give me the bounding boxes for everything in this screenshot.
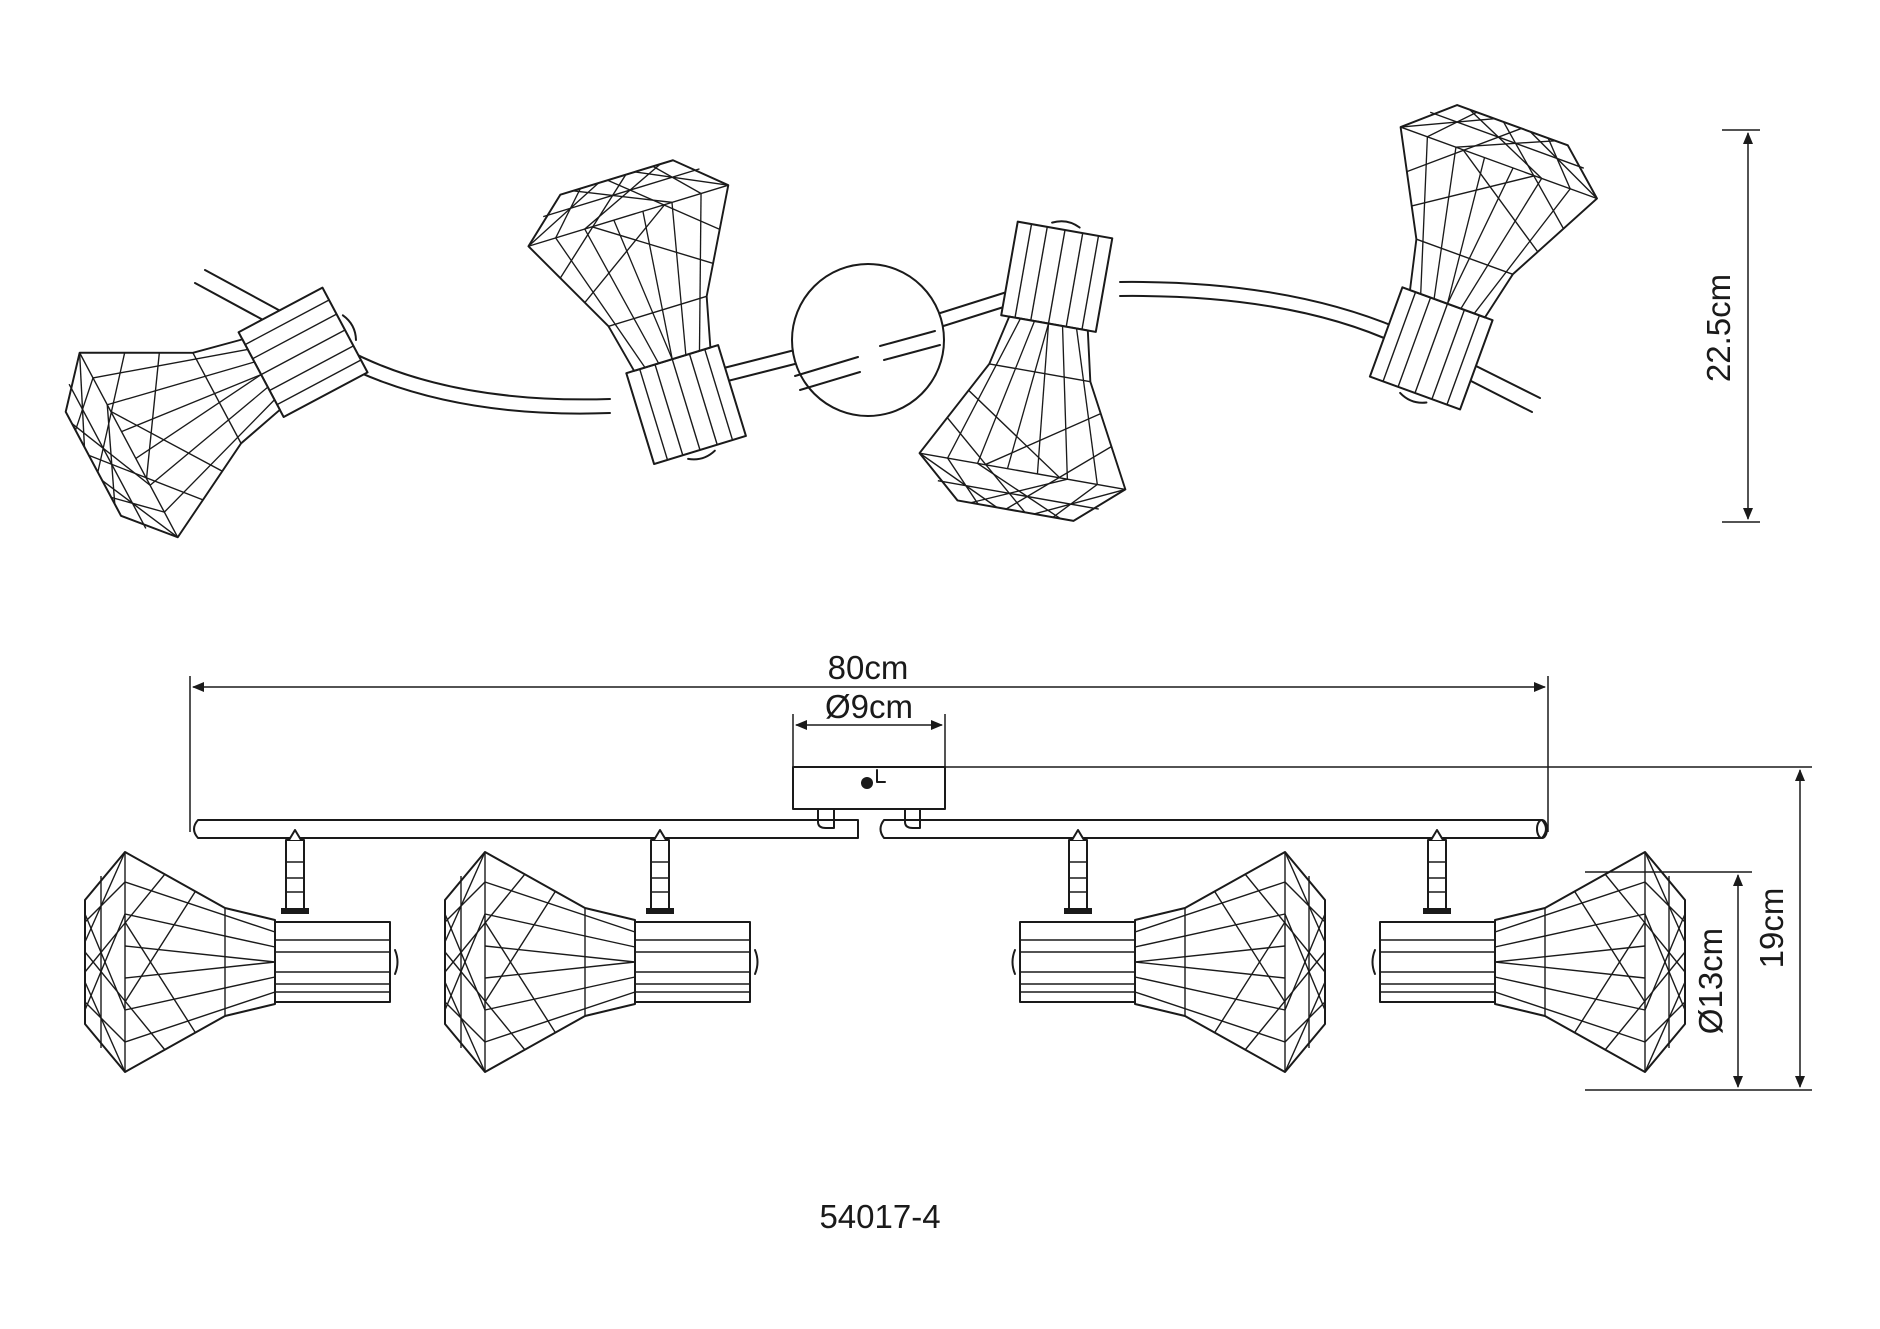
spot-front-2: [445, 852, 758, 1072]
width-dimension: 80cm: [189, 649, 1549, 832]
canopy-dimension: Ø9cm: [792, 688, 946, 770]
height-top-dimension: 22.5cm: [1700, 129, 1760, 523]
spot-head-3: [913, 203, 1170, 528]
model-number: 54017-4: [819, 1198, 940, 1235]
width-label: 80cm: [828, 649, 909, 686]
height-top-label: 22.5cm: [1700, 274, 1737, 382]
spot-head-2: [517, 147, 803, 489]
shade-dimension: Ø13cm: [1585, 871, 1812, 1091]
height-front-dimension: 19cm: [1753, 769, 1805, 1088]
canopy-top: [791, 263, 945, 417]
spot-head-4: [1314, 89, 1611, 436]
spot-front-4: [1373, 852, 1686, 1072]
spot-front-1: [85, 852, 398, 1072]
canopy-label: Ø9cm: [825, 688, 913, 725]
top-view: 22.5cm: [44, 89, 1760, 556]
front-view: 80cm Ø9cm: [85, 649, 1812, 1091]
spot-head-1: [44, 234, 401, 556]
spot-front-3: [1013, 852, 1326, 1072]
shade-label: Ø13cm: [1692, 928, 1729, 1034]
height-front-label: 19cm: [1753, 888, 1790, 969]
